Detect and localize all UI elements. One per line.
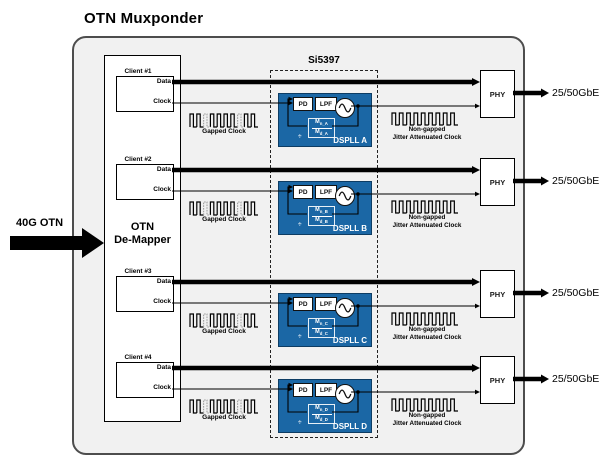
client-label: Client #1 xyxy=(124,68,152,75)
phy-box: PHY xyxy=(480,158,515,206)
dspll-label: DSPLL C xyxy=(332,336,367,345)
chip-label: Si5397 xyxy=(308,55,340,66)
divider-numerator: Mn_D xyxy=(315,405,328,413)
phase-detector-box: PD xyxy=(293,97,313,111)
client-clock-label: Clock xyxy=(153,98,171,105)
phase-detector-box: PD xyxy=(293,185,313,199)
feedback-divider-box: Mn_B Md_B xyxy=(308,206,335,226)
divider-symbol: ÷ xyxy=(298,133,302,140)
fraction-bar xyxy=(311,215,332,217)
divider-symbol: ÷ xyxy=(298,419,302,426)
dspll-label: DSPLL A xyxy=(333,136,367,145)
gapped-clock-label: Gapped Clock xyxy=(202,216,246,223)
demapper-line2: De-Mapper xyxy=(114,234,171,246)
fraction-bar xyxy=(311,327,332,329)
jitter-attenuated-clock-label: Non-gapped Jitter Attenuated Clock xyxy=(392,412,462,427)
diagram-title: OTN Muxponder xyxy=(84,10,204,27)
fraction-bar xyxy=(311,127,332,129)
dspll-block: PD LPF ÷ Mn_C Md_C DSPLL C xyxy=(278,293,372,347)
client-data-label: Data xyxy=(156,364,171,371)
client-box: Data Clock xyxy=(116,276,174,312)
gapped-clock-label: Gapped Clock xyxy=(202,414,246,421)
phy-box: PHY xyxy=(480,270,515,318)
feedback-divider-box: Mn_D Md_D xyxy=(308,404,335,424)
divider-denominator: Md_C xyxy=(315,328,328,336)
oscillator-icon xyxy=(334,98,355,118)
client-box: Data Clock xyxy=(116,76,174,112)
divider-symbol: ÷ xyxy=(298,221,302,228)
client-clock-label: Clock xyxy=(153,298,171,305)
phy-box: PHY xyxy=(480,356,515,404)
loop-filter-box: LPF xyxy=(315,297,337,311)
demapper-label: OTN De-Mapper xyxy=(104,221,181,247)
jitter-attenuated-clock-label: Non-gapped Jitter Attenuated Clock xyxy=(392,326,462,341)
jitter-attenuated-clock-label: Non-gapped Jitter Attenuated Clock xyxy=(392,214,462,229)
oscillator-icon xyxy=(334,384,355,404)
dspll-block: PD LPF ÷ Mn_D Md_D DSPLL D xyxy=(278,379,372,433)
output-rate-label: 25/50GbE xyxy=(552,175,600,187)
oscillator-icon xyxy=(334,298,355,318)
client-data-label: Data xyxy=(156,78,171,85)
client-clock-label: Clock xyxy=(153,186,171,193)
output-rate-label: 25/50GbE xyxy=(552,287,600,299)
output-rate-label: 25/50GbE xyxy=(552,373,600,385)
chip-dashed-box xyxy=(270,70,378,438)
loop-filter-box: LPF xyxy=(315,97,337,111)
phase-detector-box: PD xyxy=(293,297,313,311)
fraction-bar xyxy=(311,413,332,415)
output-rate-label: 25/50GbE xyxy=(552,87,600,99)
client-box: Data Clock xyxy=(116,164,174,200)
client-label: Client #4 xyxy=(124,354,152,361)
divider-numerator: Mn_B xyxy=(315,207,328,215)
client-clock-label: Clock xyxy=(153,384,171,391)
oscillator-icon xyxy=(334,186,355,206)
feedback-divider-box: Mn_A Md_A xyxy=(308,118,335,138)
loop-filter-box: LPF xyxy=(315,185,337,199)
client-label: Client #3 xyxy=(124,268,152,275)
dspll-label: DSPLL D xyxy=(332,422,367,431)
jitter-attenuated-clock-label: Non-gapped Jitter Attenuated Clock xyxy=(392,126,462,141)
dspll-label: DSPLL B xyxy=(332,224,367,233)
divider-numerator: Mn_C xyxy=(315,319,328,327)
phy-box: PHY xyxy=(480,70,515,118)
dspll-block: PD LPF ÷ Mn_A Md_A DSPLL A xyxy=(278,93,372,147)
phase-detector-box: PD xyxy=(293,383,313,397)
divider-denominator: Md_B xyxy=(315,216,328,224)
gapped-clock-label: Gapped Clock xyxy=(202,128,246,135)
gapped-clock-label: Gapped Clock xyxy=(202,328,246,335)
client-data-label: Data xyxy=(156,166,171,173)
client-data-label: Data xyxy=(156,278,171,285)
loop-filter-box: LPF xyxy=(315,383,337,397)
divider-numerator: Mn_A xyxy=(315,119,328,127)
client-box: Data Clock xyxy=(116,362,174,398)
dspll-block: PD LPF ÷ Mn_B Md_B DSPLL B xyxy=(278,181,372,235)
input-label: 40G OTN xyxy=(16,217,64,229)
divider-symbol: ÷ xyxy=(298,333,302,340)
feedback-divider-box: Mn_C Md_C xyxy=(308,318,335,338)
divider-denominator: Md_A xyxy=(315,128,328,136)
demapper-line1: OTN xyxy=(130,221,155,233)
divider-denominator: Md_D xyxy=(315,414,328,422)
client-label: Client #2 xyxy=(124,156,152,163)
demapper-box xyxy=(104,55,181,422)
